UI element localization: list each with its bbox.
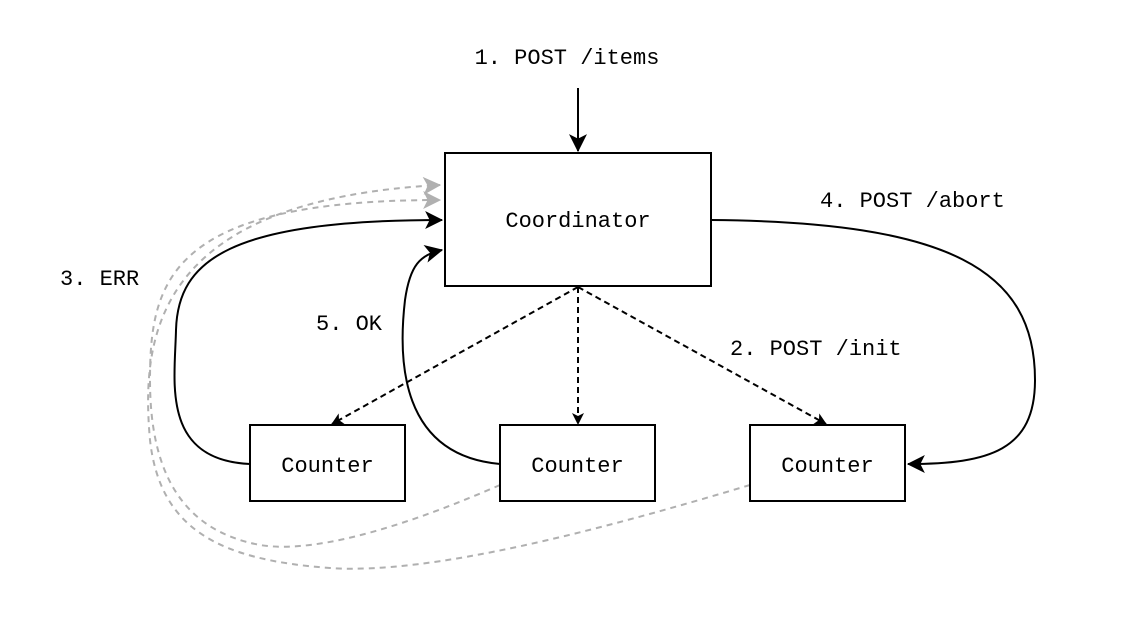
counter-node-right: Counter xyxy=(749,424,906,502)
counter-node-left: Counter xyxy=(249,424,406,502)
coordinator-label: Coordinator xyxy=(505,209,650,234)
edge-label-abort: 4. POST /abort xyxy=(820,189,1005,214)
edge-label-init: 2. POST /init xyxy=(730,337,902,362)
edge-ok xyxy=(401,244,501,465)
faded-return-edge-right xyxy=(147,176,751,570)
counter-label-right: Counter xyxy=(781,454,873,479)
faded-return-edge-middle xyxy=(148,191,501,548)
edge-init-left xyxy=(331,286,579,425)
counter-label-left: Counter xyxy=(281,454,373,479)
edge-abort xyxy=(710,219,1037,473)
coordinator-node: Coordinator xyxy=(444,152,712,287)
edge-err xyxy=(173,211,444,465)
counter-node-mid: Counter xyxy=(499,424,656,502)
edge-label-err: 3. ERR xyxy=(60,267,139,292)
edge-init-right xyxy=(577,286,827,425)
edge-label-request: 1. POST /items xyxy=(475,46,660,71)
counter-label-mid: Counter xyxy=(531,454,623,479)
edge-label-ok: 5. OK xyxy=(316,312,383,337)
